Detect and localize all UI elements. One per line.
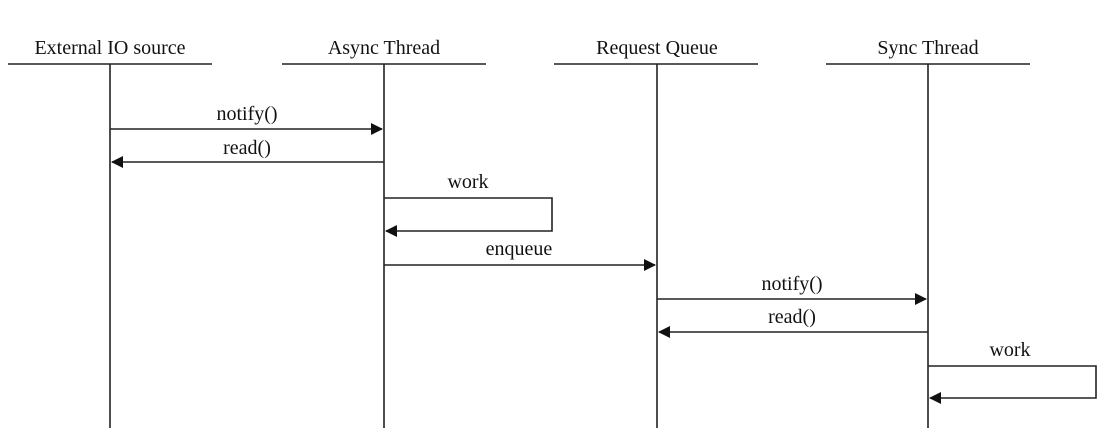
message-label-enqueue: enqueue — [486, 238, 553, 260]
message-arrow-work-1 — [384, 197, 553, 237]
message-label-read-1: read() — [223, 137, 271, 159]
participant-label-async-thread: Async Thread — [328, 37, 440, 59]
participant-label-sync-thread: Sync Thread — [877, 37, 978, 59]
message-label-work-1: work — [447, 171, 488, 193]
message-label-notify-1: notify() — [216, 103, 277, 125]
message-label-notify-2: notify() — [761, 273, 822, 295]
message-label-read-2: read() — [768, 306, 816, 328]
participant-label-request-queue: Request Queue — [596, 37, 718, 59]
message-label-work-2: work — [989, 339, 1030, 361]
message-arrow-work-2 — [928, 365, 1097, 404]
participant-label-external-io-source: External IO source — [34, 37, 185, 59]
